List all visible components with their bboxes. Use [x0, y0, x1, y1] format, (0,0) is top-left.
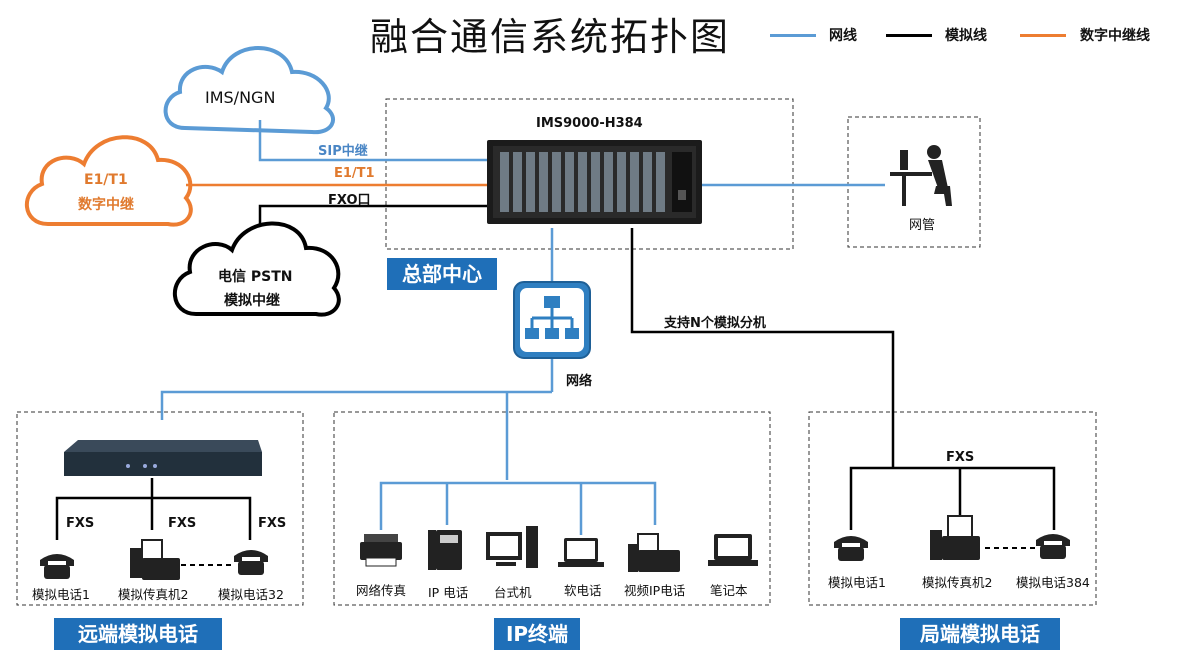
ip-phone-icon	[428, 530, 462, 570]
ims-cloud-label: IMS/NGN	[205, 88, 276, 107]
ip-device-caption-desktop: 台式机	[494, 585, 532, 600]
ims-cloud-icon	[163, 46, 335, 135]
network-switch-icon	[513, 281, 591, 359]
remote-region-box	[16, 411, 304, 606]
ip-device-caption-softphone: 软电话	[564, 583, 602, 598]
ip-device-caption-videophone: 视频IP电话	[624, 583, 686, 598]
local-phone1-icon	[834, 536, 868, 561]
remote-fxs-label-1: FXS	[66, 516, 95, 531]
mgmt-region-box	[847, 116, 981, 248]
ip-banner: IP终端	[494, 618, 580, 650]
diagram-title: 融合通信系统拓扑图	[370, 15, 731, 59]
ip-device-caption-ipphone: IP 电话	[428, 585, 469, 600]
remote-fax-caption: 模拟传真机2	[118, 587, 189, 602]
remote-fax-icon	[130, 539, 180, 580]
legend-network-label: 网线	[829, 28, 857, 44]
hq-region-box	[385, 98, 794, 250]
ip-device-caption-laptop: 笔记本	[710, 583, 748, 598]
mgmt-label: 网管	[909, 218, 936, 233]
remote-fxs-label-3: FXS	[258, 516, 287, 531]
legend-digital-label: 数字中继线	[1080, 28, 1150, 44]
network-fax-icon	[360, 534, 402, 567]
ims9000-chassis-icon	[487, 140, 702, 224]
ip-device-caption-fax: 网络传真	[356, 583, 407, 598]
local-fax-caption: 模拟传真机2	[922, 575, 993, 590]
remote-phone32-icon	[234, 550, 268, 575]
local-fxs-label: FXS	[946, 450, 975, 465]
remote-phone1-caption: 模拟电话1	[32, 587, 90, 602]
video-ip-phone-icon	[628, 533, 680, 572]
hq-banner: 总部中心	[387, 258, 497, 290]
local-phone384-icon	[1036, 534, 1070, 559]
ip-region-box	[333, 411, 771, 606]
network-label: 网络	[566, 374, 593, 389]
e1-cloud-label-2: 数字中继	[78, 197, 134, 213]
local-phone1-caption: 模拟电话1	[828, 575, 886, 590]
local-fax-icon	[930, 515, 980, 560]
e1-cloud-icon	[25, 135, 193, 227]
remote-phone1-icon	[40, 554, 74, 579]
remote-fxs-label-2: FXS	[168, 516, 197, 531]
pstn-cloud-label-2: 模拟中继	[224, 293, 280, 309]
e1-trunk-label: E1/T1	[334, 166, 375, 181]
pstn-cloud-icon	[173, 221, 341, 317]
local-banner: 局端模拟电话	[900, 618, 1060, 650]
local-region-box	[808, 411, 1097, 606]
remote-gateway-icon	[64, 440, 262, 476]
legend-analog-label: 模拟线	[945, 28, 987, 44]
operator-workstation-icon	[890, 145, 952, 206]
sip-trunk-label: SIP中继	[318, 144, 368, 159]
analog-extension-label: 支持N个模拟分机	[664, 316, 766, 331]
pstn-cloud-label-1: 电信 PSTN	[218, 269, 293, 285]
fxo-port-label: FXO口	[328, 193, 371, 208]
legend-network-swatch	[770, 34, 816, 37]
softphone-laptop-icon	[558, 538, 604, 567]
chassis-model-label: IMS9000-H384	[536, 116, 643, 131]
laptop-icon	[708, 534, 758, 566]
e1-cloud-label-1: E1/T1	[84, 172, 128, 188]
remote-phone32-caption: 模拟电话32	[218, 587, 284, 602]
local-phone384-caption: 模拟电话384	[1016, 575, 1090, 590]
legend-analog-swatch	[886, 34, 932, 37]
legend-digital-swatch	[1020, 34, 1066, 37]
desktop-computer-icon	[486, 526, 538, 568]
remote-banner: 远端模拟电话	[54, 618, 222, 650]
